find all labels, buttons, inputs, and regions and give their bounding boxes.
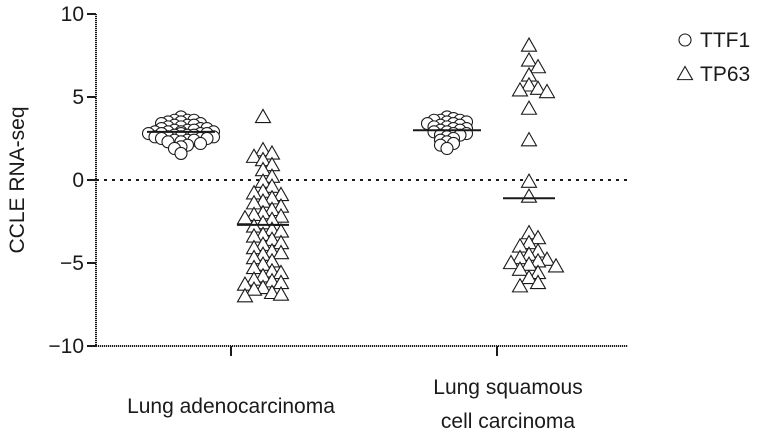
ttf1-point [193,136,208,151]
tp63-point [529,80,547,95]
tp63-point [520,51,538,67]
tp63-point [511,277,529,293]
legend-circle-icon [678,33,692,47]
tp63-point [520,100,538,115]
ttf1-point [440,141,454,156]
tp63-point [520,36,538,52]
tp63-point [529,274,547,290]
median-lines-layer [147,129,555,226]
ttf1-point [174,146,188,160]
tp63-point [547,257,565,273]
y-tick-label: 5 [72,86,84,109]
tp63-point [236,209,254,225]
tp63-point [520,131,538,147]
tp63-point [502,254,520,270]
tp63-point [529,58,547,74]
legend-triangle-icon [676,65,694,81]
x-ticks-layer: Lung adenocarcinoma Lung squamous cell car… [127,346,583,433]
tp63-point [245,280,263,296]
category-label: Lung adenocarcinoma [127,395,335,418]
tp63-point [538,83,556,99]
category-label: Lung squamous [433,376,582,399]
tp63-point [272,244,290,260]
tp63-point [520,269,538,285]
tp63-point [511,261,529,276]
y-axis-title: CCLE RNA-seq [6,106,29,253]
tp63-point [245,148,263,163]
tp63-point [254,108,272,124]
tp63-point [272,207,290,223]
y-tick-label: −10 [48,335,84,358]
tp63-point [272,285,290,301]
y-ticks-layer: 10 5 0 −5 −10 [48,3,96,358]
tp63-point [520,173,538,188]
y-tick-label: 0 [72,169,84,192]
category-label: cell carcinoma [441,410,576,433]
y-tick-label: −5 [60,252,84,275]
tp63-point [520,187,538,203]
tp63-point [236,287,254,303]
legend-label: TP63 [700,63,750,86]
tp63-point [511,81,529,97]
y-tick-label: 10 [61,3,84,26]
legend-label: TTF1 [700,29,750,52]
tp63-point [520,76,538,92]
data-points-layer [141,36,565,303]
